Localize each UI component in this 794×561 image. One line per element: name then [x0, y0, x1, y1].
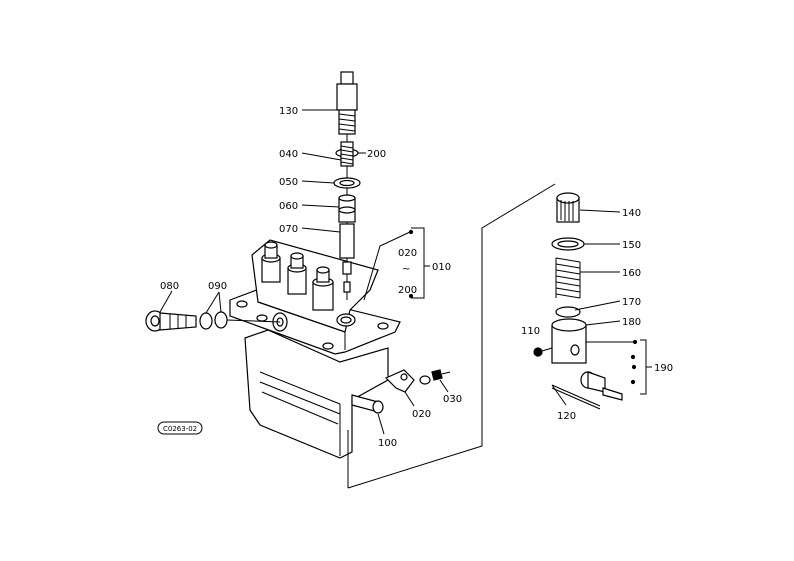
lever-assembly [384, 369, 451, 393]
label-120: 120 [557, 411, 576, 422]
label-200-bottom: 200 [398, 285, 417, 296]
reference-code: C0263-02 [163, 425, 197, 433]
label-020-top: 020 [398, 248, 417, 259]
label-200-top: 200 [367, 149, 386, 160]
label-040: 040 [279, 149, 298, 160]
label-090: 090 [208, 281, 227, 292]
label-140: 140 [622, 208, 641, 219]
label-030: 030 [443, 394, 462, 405]
label-150: 150 [622, 240, 641, 251]
label-130: 130 [279, 106, 298, 117]
left-fitting [145, 310, 281, 332]
upper-stack [333, 71, 361, 300]
part-labels: 130 040 200 050 060 070 020 ~ 010 200 08… [160, 106, 673, 449]
label-010: 010 [432, 262, 451, 273]
label-170: 170 [622, 297, 641, 308]
right-assembly [347, 183, 638, 489]
label-100: 100 [378, 438, 397, 449]
label-080: 080 [160, 281, 179, 292]
label-range-mark: ~ [402, 264, 410, 275]
label-060: 060 [279, 201, 298, 212]
label-180: 180 [622, 317, 641, 328]
label-070: 070 [279, 224, 298, 235]
reference-tag: C0263-02 [157, 421, 203, 435]
label-160: 160 [622, 268, 641, 279]
label-050: 050 [279, 177, 298, 188]
label-190: 190 [654, 363, 673, 374]
label-110: 110 [521, 326, 540, 337]
pump-body [229, 239, 401, 459]
leader-lines [159, 109, 652, 435]
label-020-bottom: 020 [412, 409, 431, 420]
